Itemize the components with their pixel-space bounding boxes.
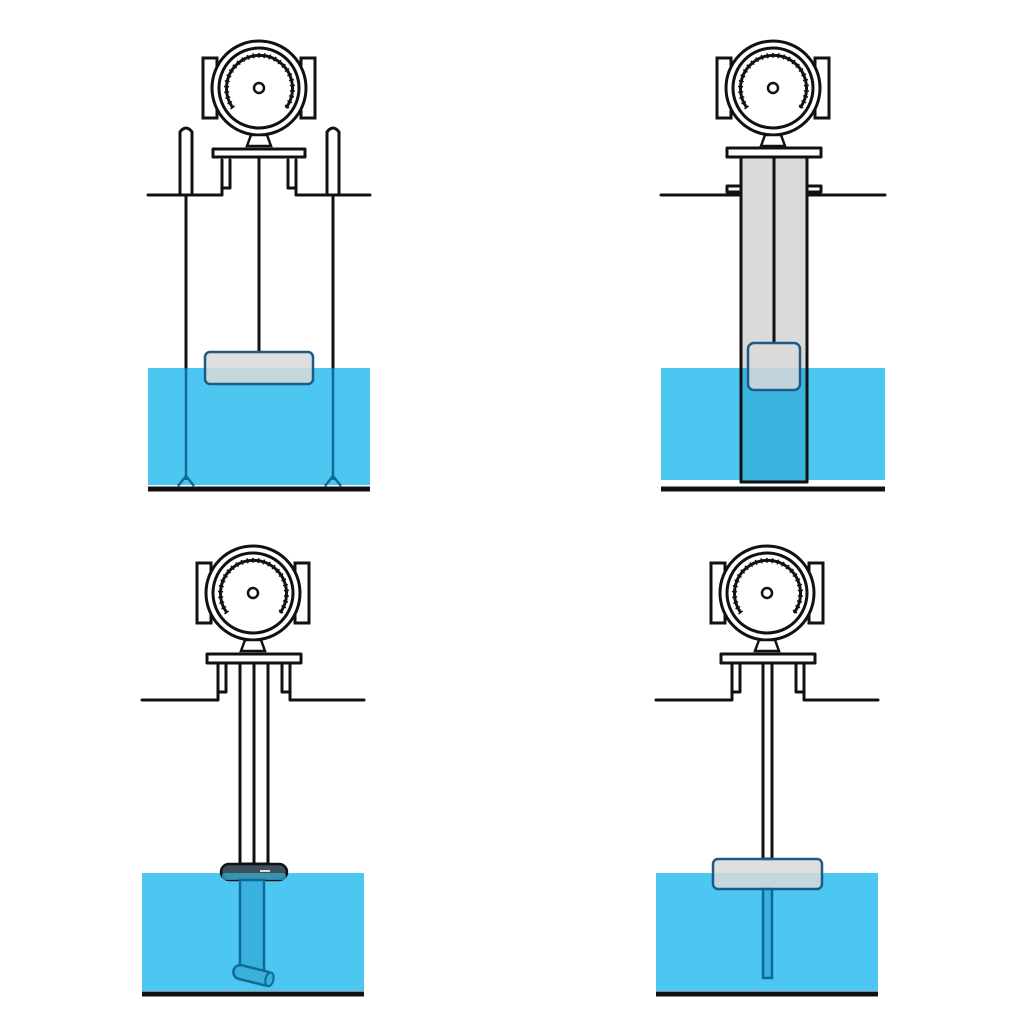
- dial-gauge-icon: [203, 41, 315, 146]
- panel-bottom-right: [654, 546, 880, 997]
- float: [746, 341, 802, 392]
- tank-roof: [146, 158, 372, 197]
- panel-top-right: [659, 41, 887, 492]
- tank-roof: [140, 663, 366, 702]
- panel-top-left: [146, 41, 372, 492]
- float: [711, 857, 824, 891]
- panel-bottom-left: [140, 546, 366, 997]
- guide-rod-left: [178, 126, 194, 197]
- dial-gauge-icon: [717, 41, 829, 146]
- liquid: [148, 368, 370, 485]
- guide-rod-right: [325, 126, 341, 197]
- dial-gauge-icon: [711, 546, 823, 651]
- tank-roof: [654, 663, 880, 702]
- dial-gauge-icon: [197, 546, 309, 651]
- hinged-rod: [238, 878, 266, 974]
- float-stem: [761, 661, 774, 861]
- float: [203, 350, 315, 386]
